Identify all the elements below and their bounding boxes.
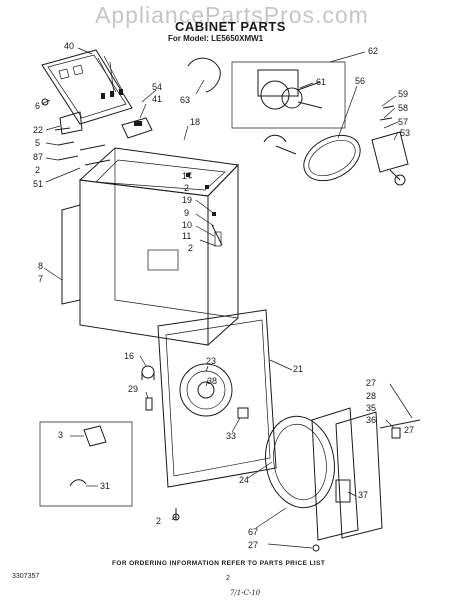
callout-label: 37: [358, 490, 369, 500]
leader-lines: [41, 47, 413, 549]
callout-label: 24: [239, 475, 250, 485]
door-drawing: [172, 407, 421, 552]
callout-label: 21: [293, 364, 304, 374]
callout-label: 27: [366, 378, 377, 388]
callout-label: 27: [404, 425, 415, 435]
callout-label: 62: [368, 46, 379, 56]
handwritten-note: 7/1-C-10: [230, 589, 261, 597]
document-number: 3307357: [12, 573, 40, 580]
callout-label: 53: [400, 128, 411, 138]
callout-label: 9: [184, 208, 190, 218]
latch-inset-drawing: [39, 421, 133, 507]
callout-label: 31: [100, 481, 111, 491]
left-hardware-drawing: [41, 98, 111, 166]
control-panel-drawing: [41, 49, 133, 125]
callout-label: 28: [366, 391, 377, 401]
callout-label: 2: [35, 165, 41, 175]
callout-label: 18: [190, 117, 201, 127]
belt-drawing: [303, 105, 409, 186]
callout-label: 59: [398, 89, 409, 99]
callout-label: 51: [33, 179, 44, 189]
cabinet-drawing: [61, 147, 240, 411]
callout-label: 87: [33, 152, 44, 162]
page-number: 2: [226, 575, 230, 582]
callout-label: 19: [182, 195, 193, 205]
callout-label: 56: [355, 76, 366, 86]
callout-label: 2: [184, 183, 190, 193]
watermark: AppliancePartsPros.com: [95, 2, 369, 28]
callout-label: 16: [124, 351, 135, 361]
callout-label: 29: [128, 384, 139, 394]
callout-label: 40: [64, 41, 75, 51]
callout-label: 63: [180, 95, 191, 105]
callout-label: 5: [35, 138, 41, 148]
callout-label: 23: [206, 356, 217, 366]
callout-label: 17: [182, 171, 193, 181]
callout-label: 35: [366, 403, 377, 413]
callout-label: 27: [248, 540, 259, 550]
callout-label: 33: [226, 431, 237, 441]
callout-label: 61: [316, 77, 327, 87]
ordering-note: FOR ORDERING INFORMATION REFER TO PARTS …: [112, 560, 326, 567]
callout-label: 67: [248, 527, 259, 537]
callout-label: 38: [207, 376, 218, 386]
callout-label: 2: [156, 516, 162, 526]
page-title: CABINET PARTS: [175, 19, 286, 34]
callout-label: 7: [38, 274, 44, 284]
front-panel-drawing: [157, 309, 277, 488]
motor-drawing: [187, 57, 346, 155]
callout-label: 57: [398, 117, 409, 127]
callout-label: 36: [366, 415, 377, 425]
switch-drawing: [121, 103, 153, 139]
callout-label: 11: [182, 231, 192, 241]
model-subtitle: For Model: LE5650XMW1: [168, 34, 264, 43]
callout-label: 8: [38, 261, 44, 271]
callout-label: 22: [33, 125, 44, 135]
callout-label: 2: [188, 243, 194, 253]
callout-label: 3: [58, 430, 64, 440]
callout-label: 58: [398, 103, 409, 113]
callout-label: 41: [152, 94, 163, 104]
callout-label: 6: [35, 101, 41, 111]
callout-label: 10: [182, 220, 193, 230]
callout-label: 54: [152, 82, 163, 92]
